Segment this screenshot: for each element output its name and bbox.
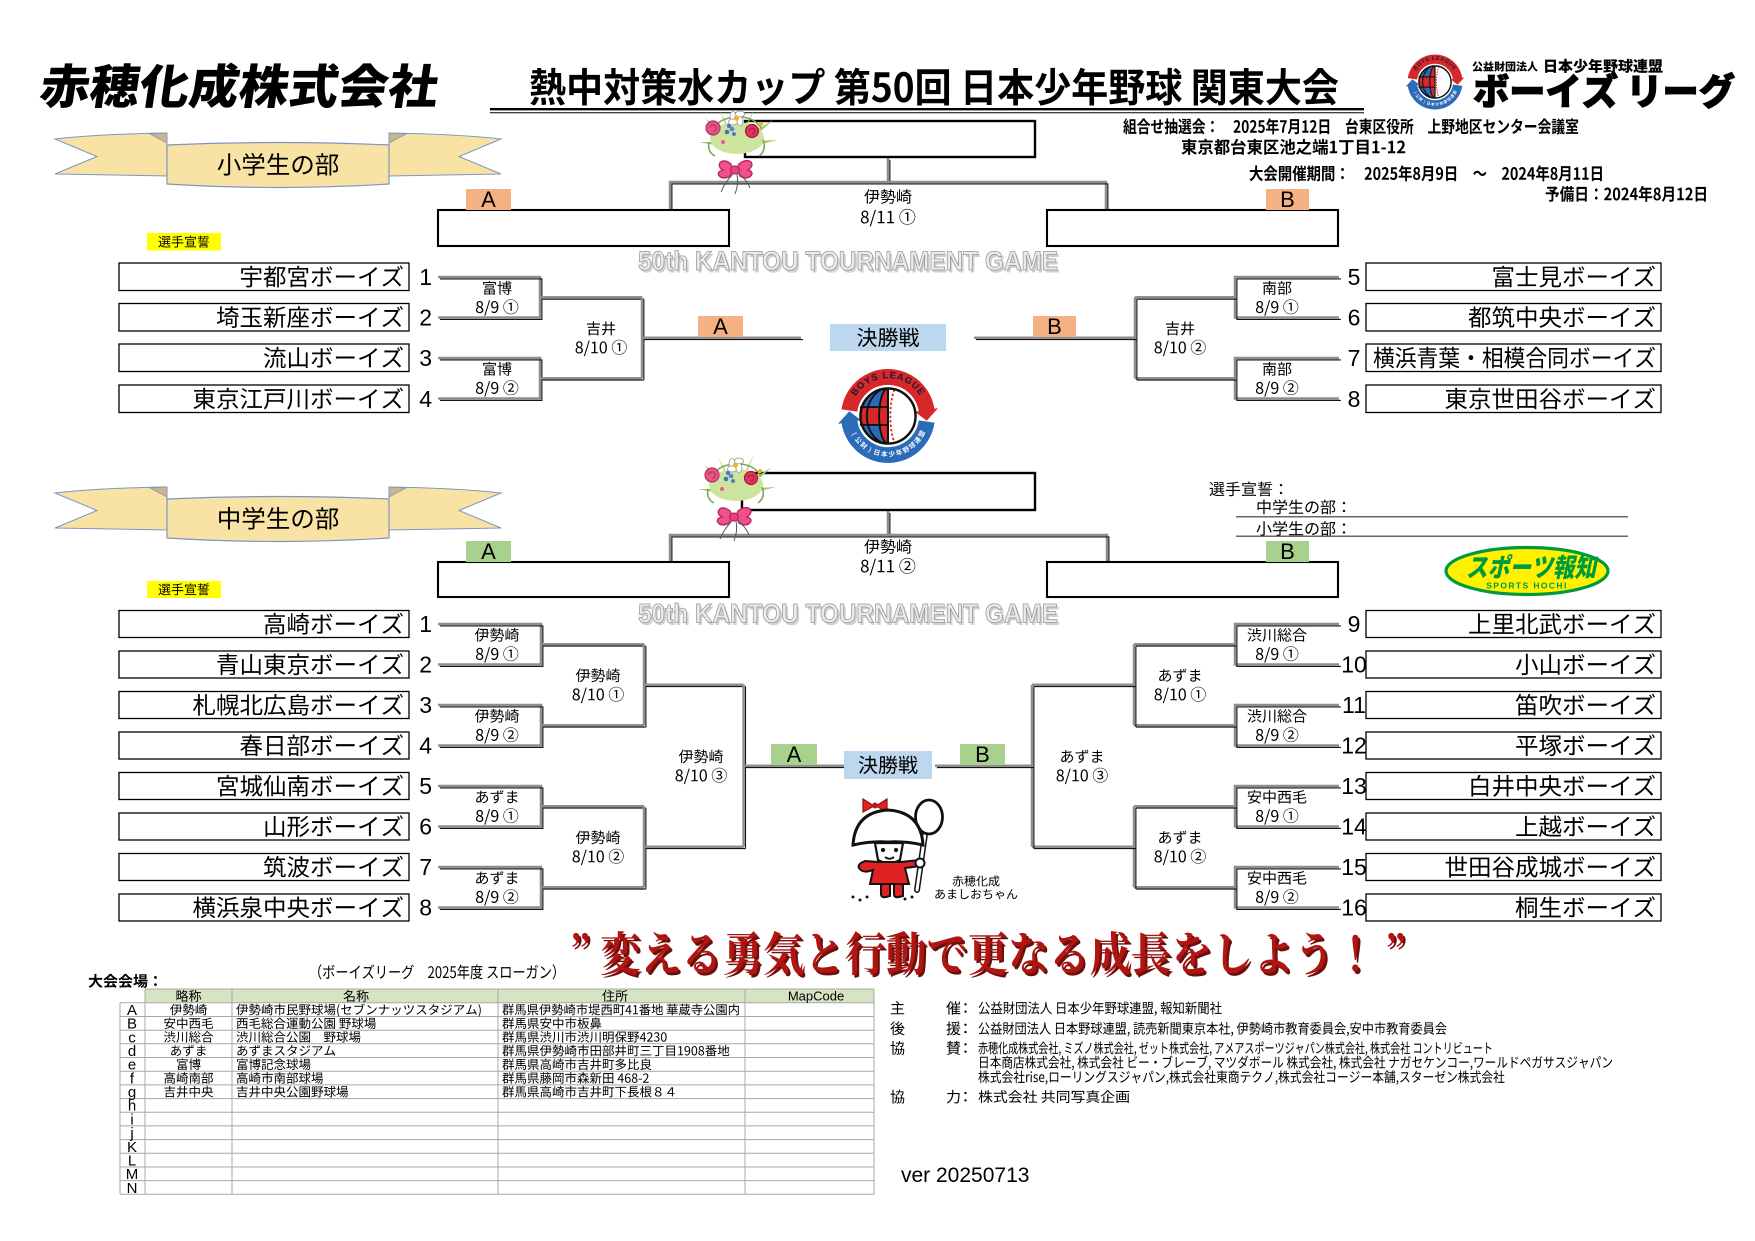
svg-text:c: c <box>128 1029 136 1046</box>
svg-text:K: K <box>127 1139 137 1156</box>
svg-text:13: 13 <box>1341 773 1367 799</box>
svg-text:8: 8 <box>419 895 432 921</box>
svg-text:g: g <box>128 1084 136 1101</box>
svg-text:A: A <box>787 742 802 767</box>
svg-text:f: f <box>130 1070 135 1087</box>
svg-text:A: A <box>127 1002 137 1019</box>
svg-text:3: 3 <box>419 692 432 718</box>
svg-text:M: M <box>126 1166 139 1183</box>
svg-text:3: 3 <box>419 345 432 371</box>
svg-text:1: 1 <box>419 264 432 290</box>
svg-text:14: 14 <box>1341 814 1367 840</box>
svg-text:7: 7 <box>1348 345 1361 371</box>
svg-text:9: 9 <box>1348 611 1361 637</box>
svg-text:A: A <box>481 187 496 212</box>
svg-text:B: B <box>1280 187 1295 212</box>
svg-text:2: 2 <box>419 304 432 330</box>
svg-text:B: B <box>1047 314 1062 339</box>
svg-text:MapCode: MapCode <box>788 989 844 1004</box>
svg-text:SPORTS HOCHI: SPORTS HOCHI <box>1486 581 1568 591</box>
svg-text:4: 4 <box>419 733 432 759</box>
svg-text:8: 8 <box>1348 386 1361 412</box>
svg-text:11: 11 <box>1342 692 1366 718</box>
svg-text:d: d <box>128 1043 136 1060</box>
svg-text:15: 15 <box>1341 854 1367 880</box>
svg-text:50th KANTOU TOURNAMENT GAME: 50th KANTOU TOURNAMENT GAME <box>638 246 1058 276</box>
svg-text:j: j <box>129 1125 133 1142</box>
svg-text:L: L <box>128 1152 136 1169</box>
svg-text:50th KANTOU TOURNAMENT GAME: 50th KANTOU TOURNAMENT GAME <box>640 249 1060 279</box>
svg-text:B: B <box>975 742 990 767</box>
svg-text:6: 6 <box>1348 304 1361 330</box>
svg-text:A: A <box>481 539 496 564</box>
svg-text:50th KANTOU TOURNAMENT GAME: 50th KANTOU TOURNAMENT GAME <box>640 601 1060 631</box>
svg-text:B: B <box>127 1016 137 1033</box>
svg-text:5: 5 <box>1348 264 1361 290</box>
svg-text:10: 10 <box>1341 652 1367 678</box>
svg-text:7: 7 <box>419 854 432 880</box>
svg-text:1: 1 <box>419 611 432 637</box>
svg-text:6: 6 <box>419 814 432 840</box>
svg-text:A: A <box>713 314 728 339</box>
svg-text:5: 5 <box>419 773 432 799</box>
svg-text:h: h <box>128 1098 136 1115</box>
svg-text:16: 16 <box>1341 895 1367 921</box>
svg-text:N: N <box>127 1180 138 1197</box>
svg-text:i: i <box>130 1111 133 1128</box>
svg-text:B: B <box>1280 539 1295 564</box>
svg-text:4: 4 <box>419 386 432 412</box>
svg-text:e: e <box>128 1057 136 1074</box>
svg-text:12: 12 <box>1341 733 1367 759</box>
svg-text:ver 20250713: ver 20250713 <box>901 1164 1029 1187</box>
svg-text:2: 2 <box>419 652 432 678</box>
svg-text:50th KANTOU TOURNAMENT GAME: 50th KANTOU TOURNAMENT GAME <box>638 599 1058 629</box>
